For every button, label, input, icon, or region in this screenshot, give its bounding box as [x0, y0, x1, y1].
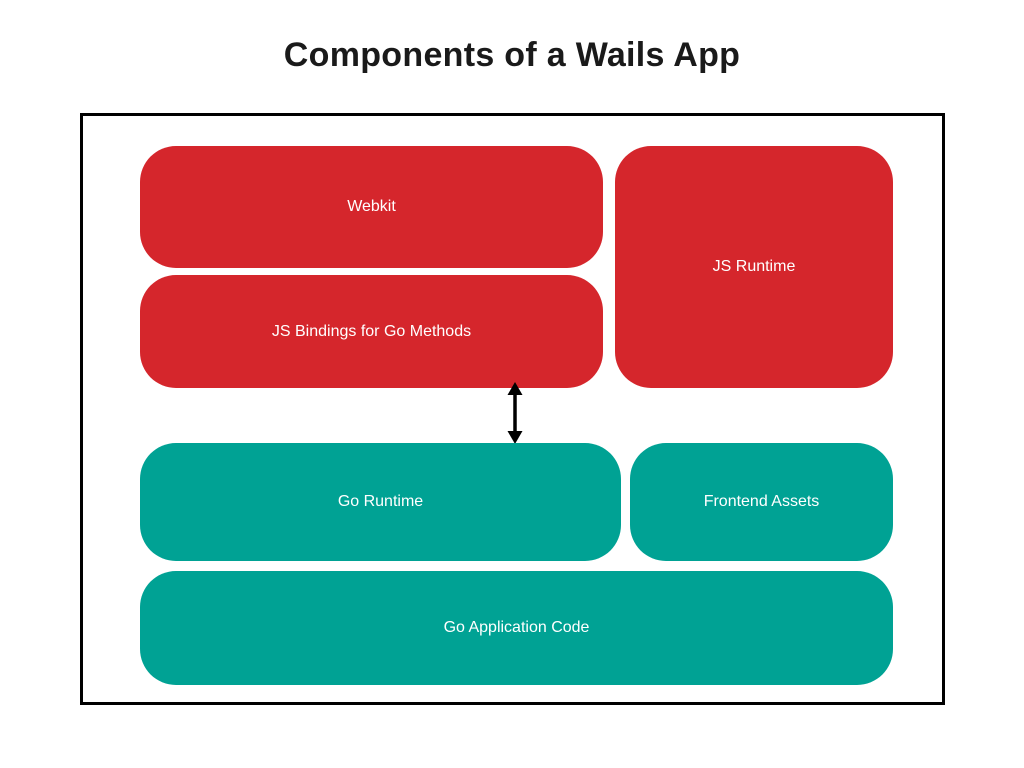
bidirectional-arrow-icon — [507, 382, 523, 444]
diagram-frame: Webkit JS Runtime JS Bindings for Go Met… — [80, 113, 945, 705]
box-go-application-code: Go Application Code — [140, 571, 893, 685]
box-js-bindings-label: JS Bindings for Go Methods — [271, 322, 472, 340]
box-js-runtime-label: JS Runtime — [712, 258, 796, 275]
box-go-runtime-label: Go Runtime — [337, 493, 424, 510]
box-go-runtime: Go Runtime — [140, 443, 621, 561]
box-frontend-assets-label: Frontend Assets — [703, 493, 820, 510]
box-webkit-label: Webkit — [347, 198, 396, 215]
box-frontend-assets: Frontend Assets — [630, 443, 893, 561]
box-js-bindings: JS Bindings for Go Methods — [140, 275, 603, 388]
box-webkit: Webkit — [140, 146, 603, 268]
box-js-runtime: JS Runtime — [615, 146, 893, 388]
page-title: Components of a Wails App — [283, 36, 741, 74]
box-go-application-code-label: Go Application Code — [443, 619, 590, 636]
